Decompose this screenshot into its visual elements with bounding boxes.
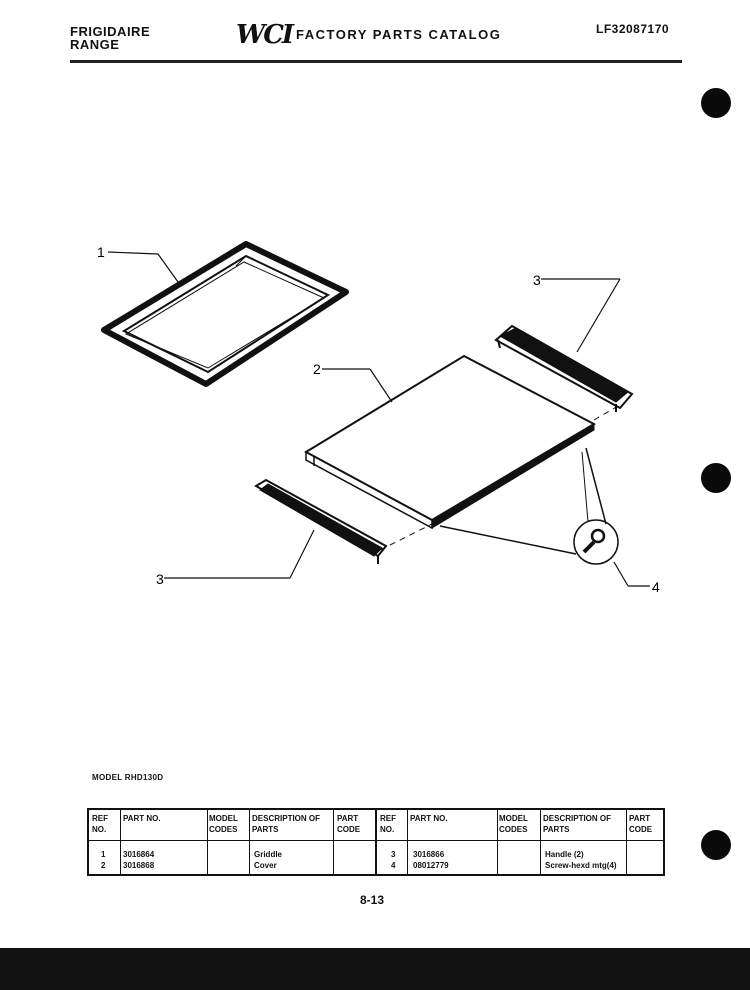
row-part-no: 08012779 (413, 861, 449, 870)
binder-hole-bottom (701, 830, 731, 860)
leader-line-3-top-b (576, 278, 621, 353)
screw-leader-line-3 (581, 451, 589, 523)
product-type: RANGE (70, 37, 120, 52)
leader-line-4 (613, 561, 629, 587)
callout-1: 1 (97, 244, 105, 260)
screw-leader-line-1 (439, 525, 577, 555)
callout-2: 2 (313, 361, 321, 377)
griddle-illustration (101, 241, 349, 387)
binder-hole-top (701, 88, 731, 118)
wci-logo: WCI (236, 20, 294, 50)
screw-leader-line-2 (585, 447, 607, 525)
assembly-dash-rear (593, 405, 619, 421)
page-number: 8-13 (360, 893, 385, 907)
header-ref-no-right: REF NO. (380, 814, 396, 834)
parts-table: REF NO. PART NO. MODEL CODES DESCRIPTION… (87, 808, 665, 876)
row-part-no: 3016866 (413, 850, 445, 859)
leader-line-2b (369, 368, 393, 403)
row-ref: 1 (101, 850, 106, 859)
row-description: Cover (254, 861, 277, 870)
row-ref: 4 (391, 861, 396, 870)
header-description-right: DESCRIPTION OF PARTS (543, 814, 612, 834)
header-model-codes-right: MODEL CODES (499, 814, 528, 834)
callout-4: 4 (652, 579, 660, 595)
leader-line-3-bottom-b (289, 529, 315, 579)
catalog-title: FACTORY PARTS CATALOG (296, 27, 502, 42)
exploded-parts-diagram: 1 2 3 3 4 (97, 241, 660, 595)
header-part-code-right: PART CODE (629, 814, 653, 834)
header-model-codes-left: MODEL CODES (209, 814, 238, 834)
catalog-number: LF32087170 (596, 22, 670, 36)
row-ref: 2 (101, 861, 106, 870)
binder-hole-middle (701, 463, 731, 493)
header-ref-no-left: REF NO. (92, 814, 108, 834)
row-description: Screw-hexd mtg(4) (545, 861, 617, 870)
handle-illustration-rear (494, 324, 634, 412)
header-part-no-left: PART NO. (123, 814, 161, 823)
row-ref: 3 (391, 850, 396, 859)
row-part-no: 3016864 (123, 850, 155, 859)
assembly-dash-front (379, 523, 433, 551)
brand-name: FRIGIDAIRE (70, 24, 151, 39)
row-description: Griddle (254, 850, 283, 859)
scan-edge-band (0, 948, 750, 990)
row-description: Handle (2) (545, 850, 584, 859)
header-part-code-left: PART CODE (337, 814, 361, 834)
leader-line-1 (107, 251, 159, 255)
row-part-no: 3016868 (123, 861, 155, 870)
header-rule (70, 60, 682, 63)
callout-3-rear: 3 (533, 272, 541, 288)
header-part-no-right: PART NO. (410, 814, 448, 823)
callout-3-front: 3 (156, 571, 164, 587)
screw-illustration (573, 519, 619, 565)
cover-illustration (303, 354, 597, 530)
leader-line-1b (157, 253, 179, 283)
model-label: MODEL RHD130D (92, 773, 164, 782)
header-description-left: DESCRIPTION OF PARTS (252, 814, 321, 834)
handle-illustration-front (254, 478, 388, 564)
